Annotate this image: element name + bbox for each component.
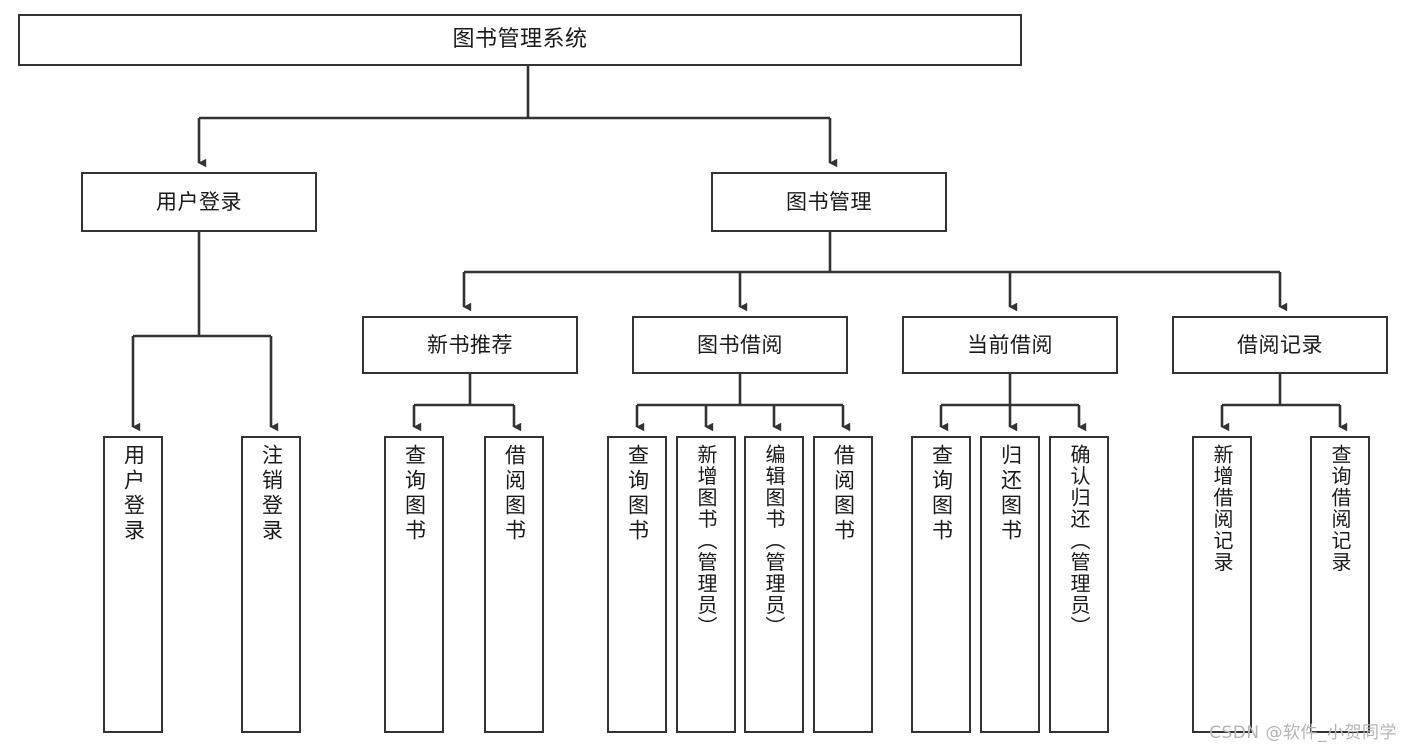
node-label: 查询图书 (402, 444, 427, 544)
node-book-management[interactable]: 图书管理 (711, 172, 947, 232)
node-book-borrow[interactable]: 图书借阅 (632, 316, 848, 374)
node-user-login[interactable]: 用户登录 (81, 172, 317, 232)
node-label: 用户登录 (121, 444, 146, 544)
node-label: 查询图书 (929, 444, 954, 544)
node-label: 查询借阅记录 (1328, 444, 1352, 573)
leaf-book-borrow-query-book[interactable]: 查询图书 (607, 436, 667, 733)
node-label: 新增借阅记录 (1210, 444, 1234, 573)
node-label: 当前借阅 (967, 332, 1053, 357)
leaf-new-book-borrow-book[interactable]: 借阅图书 (484, 436, 544, 733)
node-label: 图书借阅 (697, 332, 783, 357)
node-label: 借阅图书 (831, 444, 856, 544)
node-label: 归还图书 (998, 444, 1023, 544)
node-label: 注销登录 (259, 444, 284, 544)
leaf-borrow-record-query-record[interactable]: 查询借阅记录 (1310, 436, 1370, 733)
leaf-current-borrow-return-book[interactable]: 归还图书 (980, 436, 1040, 733)
node-label: 确认归还（管理员） (1067, 444, 1091, 638)
node-label: 编辑图书（管理员） (762, 444, 786, 638)
node-borrow-record[interactable]: 借阅记录 (1172, 316, 1388, 374)
node-root-book-management-system[interactable]: 图书管理系统 (18, 14, 1022, 66)
node-label: 新书推荐 (427, 332, 513, 357)
leaf-book-borrow-borrow-book[interactable]: 借阅图书 (813, 436, 873, 733)
node-label: 借阅图书 (502, 444, 527, 544)
node-new-book-recommend[interactable]: 新书推荐 (362, 316, 578, 374)
leaf-book-borrow-edit-book-admin[interactable]: 编辑图书（管理员） (744, 436, 804, 733)
leaf-user-login-login[interactable]: 用户登录 (103, 436, 163, 733)
leaf-current-borrow-confirm-return-admin[interactable]: 确认归还（管理员） (1049, 436, 1109, 733)
node-label: 用户登录 (156, 189, 242, 214)
leaf-book-borrow-add-book-admin[interactable]: 新增图书（管理员） (676, 436, 736, 733)
csdn-watermark: CSDN @软件_小贺同学 (1209, 723, 1397, 743)
leaf-user-login-logout[interactable]: 注销登录 (241, 436, 301, 733)
node-current-borrow[interactable]: 当前借阅 (902, 316, 1118, 374)
node-label: 图书管理 (786, 189, 872, 214)
node-label: 查询图书 (625, 444, 650, 544)
leaf-current-borrow-query-book[interactable]: 查询图书 (911, 436, 971, 733)
node-label: 借阅记录 (1237, 332, 1323, 357)
leaf-borrow-record-add-record[interactable]: 新增借阅记录 (1192, 436, 1252, 733)
node-label: 图书管理系统 (452, 27, 588, 53)
leaf-new-book-query-book[interactable]: 查询图书 (384, 436, 444, 733)
node-label: 新增图书（管理员） (694, 444, 718, 638)
